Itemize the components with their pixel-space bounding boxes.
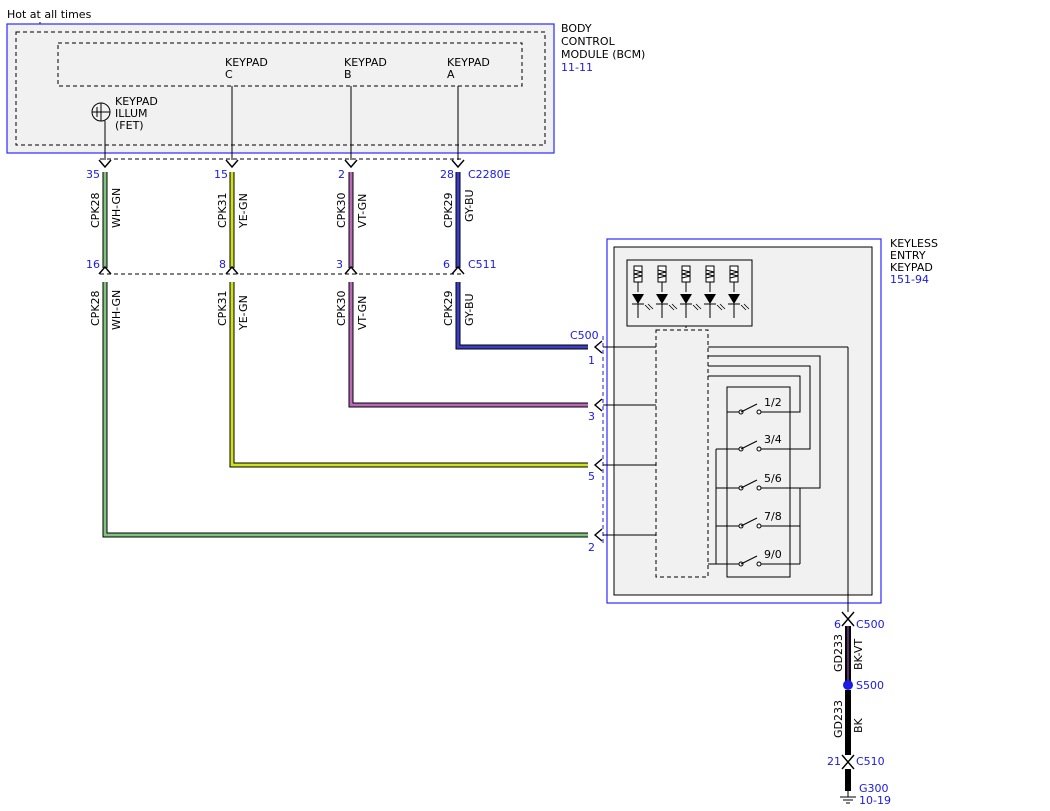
led-array <box>626 259 753 330</box>
upper-wire-4-color: GY-BU <box>463 189 476 222</box>
upper-wire-4-circuit: CPK29 <box>442 192 455 228</box>
c510-label[interactable]: C510 <box>856 755 885 768</box>
bcm-input-c-pin: C <box>225 68 233 81</box>
ground-g300-label[interactable]: G300 <box>859 782 889 795</box>
upper-wire-1-circuit: CPK28 <box>89 192 102 228</box>
fet-symbol <box>91 102 111 122</box>
illumination-led-2 <box>656 265 678 318</box>
upper-wire-3-circuit: CPK30 <box>335 192 348 228</box>
upper-wire-3-color: VT-GN <box>356 194 369 228</box>
power-label: Hot at all times <box>7 8 92 21</box>
upper-wire-1-color: WH-GN <box>110 188 123 228</box>
lower-wire-4-color: GY-BU <box>463 293 476 326</box>
bcm-input-b-label: KEYPAD <box>344 56 387 69</box>
bcm-input-a-label: KEYPAD <box>447 56 490 69</box>
lower-wire-4-circuit: CPK29 <box>442 290 455 326</box>
ground-icon <box>840 791 856 804</box>
c2280e-pin-2: 2 <box>338 168 345 181</box>
lower-wire-2-color: YE-GN <box>237 295 250 331</box>
switch-7-8-label: 7/8 <box>764 510 782 523</box>
keypad-title: KEYLESS ENTRY KEYPAD <box>890 237 941 274</box>
lower-wire-2-circuit: CPK31 <box>216 290 229 326</box>
ground-wire-1-circuit: GD233 <box>832 634 845 672</box>
splice-s500-label[interactable]: S500 <box>856 679 884 692</box>
switch-5-6-label: 5/6 <box>764 472 782 485</box>
bcm-ref-link[interactable]: 11-11 <box>561 61 593 74</box>
c2280e-pin-15: 15 <box>214 168 228 181</box>
c511-pin-16: 16 <box>86 258 100 271</box>
switch-5-6: 5/6 <box>727 472 790 491</box>
c511-pin-6: 6 <box>443 258 450 271</box>
lower-wire-3-color: VT-GN <box>356 296 369 330</box>
c500-ground-label[interactable]: C500 <box>856 618 885 631</box>
ground-wire-2-color: BK <box>852 717 865 733</box>
c2280e-pin-35: 35 <box>86 168 100 181</box>
switch-7-8: 7/8 <box>727 510 790 529</box>
switch-3-4: 3/4 <box>727 433 790 452</box>
c2280e-label[interactable]: C2280E <box>468 168 511 181</box>
bcm-module: BODY CONTROL MODULE (BCM) 11-11 KEYPAD C… <box>6 22 645 160</box>
ground-path: 6 C500 GD233 BK-VT S500 GD233 BK 21 C510… <box>827 611 891 807</box>
keypad-logic-block <box>655 329 709 578</box>
c510-pin-21: 21 <box>827 755 841 768</box>
upper-wires: CPK28 WH-GN CPK31 YE-GN CPK30 VT-GN CPK2… <box>89 172 476 268</box>
bcm-input-b-pin: B <box>344 68 352 81</box>
bcm-input-a-pin: A <box>447 68 455 81</box>
ground-ref-link[interactable]: 10-19 <box>859 794 891 807</box>
illumination-led-5 <box>728 265 750 318</box>
switch-1-2-label: 1/2 <box>764 396 782 409</box>
illumination-led-1 <box>632 265 654 318</box>
switch-1-2: 1/2 <box>727 396 790 415</box>
keyless-entry-keypad: KEYLESS ENTRY KEYPAD 151-94 <box>603 237 941 612</box>
lower-wire-1-circuit: CPK28 <box>89 290 102 326</box>
lower-wires: CPK28 WH-GN CPK31 YE-GN CPK30 VT-GN CPK2… <box>89 282 588 538</box>
c500-pin-6: 6 <box>834 618 841 631</box>
lower-wire-3-circuit: CPK30 <box>335 290 348 326</box>
c500-pin-2: 2 <box>588 541 595 554</box>
ground-wire-2-circuit: GD233 <box>832 700 845 738</box>
upper-wire-2-color: YE-GN <box>237 193 250 229</box>
switch-9-0: 9/0 <box>727 548 790 567</box>
c500-label[interactable]: C500 <box>570 329 599 342</box>
illumination-led-4 <box>704 265 726 318</box>
illumination-led-3 <box>680 265 702 318</box>
c500-pin-1: 1 <box>588 354 595 367</box>
connector-c500: C500 1 3 5 2 <box>570 329 604 554</box>
c2280e-pin-28: 28 <box>440 168 454 181</box>
fet-label: KEYPAD ILLUM (FET) <box>115 95 161 132</box>
bcm-outline <box>6 23 555 154</box>
lower-wire-1-color: WH-GN <box>110 290 123 330</box>
c500-pin-5: 5 <box>588 470 595 483</box>
ground-wire-1-color: BK-VT <box>852 639 865 670</box>
switch-matrix: 1/2 3/4 5/6 <box>708 386 801 578</box>
upper-wire-2-circuit: CPK31 <box>216 192 229 228</box>
connector-c2280e: 35 15 2 28 C2280E <box>86 158 511 181</box>
keypad-ref-link[interactable]: 151-94 <box>890 273 929 286</box>
bcm-title: BODY CONTROL MODULE (BCM) <box>561 22 645 61</box>
switch-3-4-label: 3/4 <box>764 433 782 446</box>
splice-s500-dot <box>843 680 853 690</box>
c500-pin-3: 3 <box>588 410 595 423</box>
connector-c511: 16 8 3 6 C511 <box>86 258 497 275</box>
c511-pin-8: 8 <box>219 258 226 271</box>
bcm-input-c-label: KEYPAD <box>225 56 268 69</box>
switch-9-0-label: 9/0 <box>764 548 782 561</box>
c511-pin-3: 3 <box>336 258 343 271</box>
c511-label[interactable]: C511 <box>468 258 497 271</box>
